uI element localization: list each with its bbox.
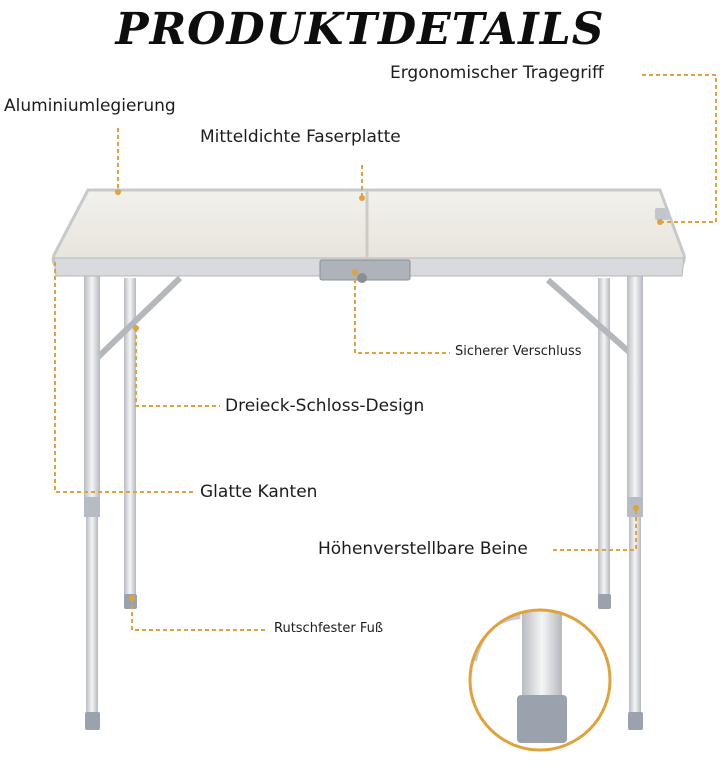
- callout-lines: [54, 74, 717, 631]
- back-leg-left: [124, 278, 136, 598]
- label-mdf: Mitteldichte Faserplatte: [200, 127, 401, 147]
- page-title: PRODUKTDETAILS: [115, 4, 605, 55]
- handle: [655, 208, 669, 220]
- front-leg-left-lower: [86, 515, 98, 715]
- foot-zoom-detail: [468, 608, 612, 752]
- brace-left: [92, 275, 183, 363]
- label-handle: Ergonomischer Tragegriff: [390, 63, 604, 83]
- front-leg-right: [627, 272, 643, 517]
- front-foot-left: [85, 712, 100, 730]
- label-foot: Rutschfester Fuß: [274, 621, 384, 636]
- label-lock: Sicherer Verschluss: [455, 344, 582, 359]
- label-alloy: Aluminiumlegierung: [4, 96, 176, 116]
- callout-dots: [115, 189, 663, 601]
- label-edges: Glatte Kanten: [200, 482, 318, 502]
- label-legs: Höhenverstellbare Beine: [318, 539, 528, 559]
- height-clip-left: [84, 497, 100, 517]
- label-triangle: Dreieck-Schloss-Design: [225, 396, 425, 416]
- front-leg-right-lower: [629, 515, 641, 715]
- brace-right: [546, 277, 638, 361]
- hinge-screw: [357, 273, 367, 283]
- back-leg-right: [598, 278, 610, 598]
- front-foot-right: [628, 712, 643, 730]
- back-foot-right: [598, 594, 611, 609]
- front-leg-left: [84, 272, 100, 517]
